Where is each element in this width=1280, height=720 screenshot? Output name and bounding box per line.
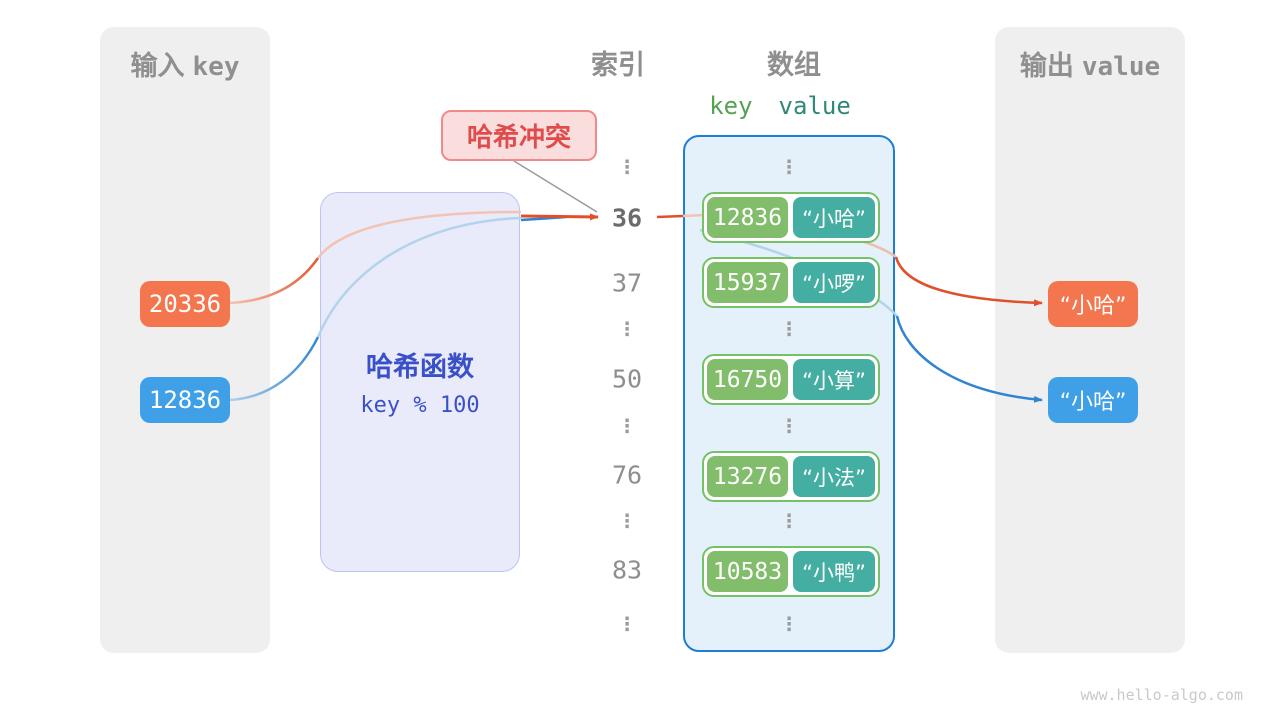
hash-function-formula: key % 100 — [360, 393, 480, 418]
ellipsis: ⋮ — [779, 156, 799, 179]
input-key-20336: 20336 — [140, 281, 230, 327]
row-key: 15937 — [707, 262, 788, 303]
output-panel-title-en: value — [1081, 52, 1161, 82]
output-value-blue: “小哈” — [1048, 377, 1138, 423]
ellipsis: ⋮ — [779, 510, 799, 533]
ellipsis: ⋮ — [779, 415, 799, 438]
array-column-title: 数组 — [767, 50, 821, 81]
input-panel-title-zh: 输入 — [130, 51, 185, 82]
row-key: 13276 — [707, 456, 788, 497]
output-value-orange: “小哈” — [1048, 281, 1138, 327]
output-panel — [995, 27, 1185, 653]
watermark: www.hello-algo.com — [1080, 686, 1243, 704]
array-row-36: 12836 “小哈” — [702, 192, 880, 243]
input-key-12836: 12836 — [140, 377, 230, 423]
row-key: 16750 — [707, 359, 788, 400]
row-key: 12836 — [707, 197, 788, 238]
index-76: 76 — [611, 460, 643, 490]
ellipsis: ⋮ — [617, 156, 637, 179]
ellipsis: ⋮ — [617, 318, 637, 341]
ellipsis: ⋮ — [617, 415, 637, 438]
array-row-83: 10583 “小鸭” — [702, 546, 880, 597]
row-key: 10583 — [707, 551, 788, 592]
ellipsis: ⋮ — [779, 613, 799, 636]
index-50: 50 — [611, 364, 643, 394]
index-36: 36 — [611, 203, 643, 233]
input-panel-title-en: key — [192, 52, 240, 82]
array-row-76: 13276 “小法” — [702, 451, 880, 502]
row-value: “小算” — [793, 359, 875, 400]
row-value: “小啰” — [793, 262, 875, 303]
hash-collision-label: 哈希冲突 — [441, 110, 597, 161]
array-key-header: key — [709, 92, 753, 120]
row-value: “小法” — [793, 456, 875, 497]
ellipsis: ⋮ — [617, 613, 637, 636]
ellipsis: ⋮ — [617, 510, 637, 533]
output-panel-title-zh: 输出 — [1019, 51, 1074, 82]
index-column-title: 索引 — [591, 50, 645, 81]
input-panel — [100, 27, 270, 653]
row-value: “小哈” — [793, 197, 875, 238]
index-37: 37 — [611, 268, 643, 298]
ellipsis: ⋮ — [779, 318, 799, 341]
index-83: 83 — [611, 555, 643, 585]
array-kv-header: key value — [709, 92, 851, 120]
hash-function-name: 哈希函数 — [366, 352, 474, 383]
row-value: “小鸭” — [793, 551, 875, 592]
array-row-50: 16750 “小算” — [702, 354, 880, 405]
array-row-37: 15937 “小啰” — [702, 257, 880, 308]
array-value-header: value — [778, 92, 851, 120]
